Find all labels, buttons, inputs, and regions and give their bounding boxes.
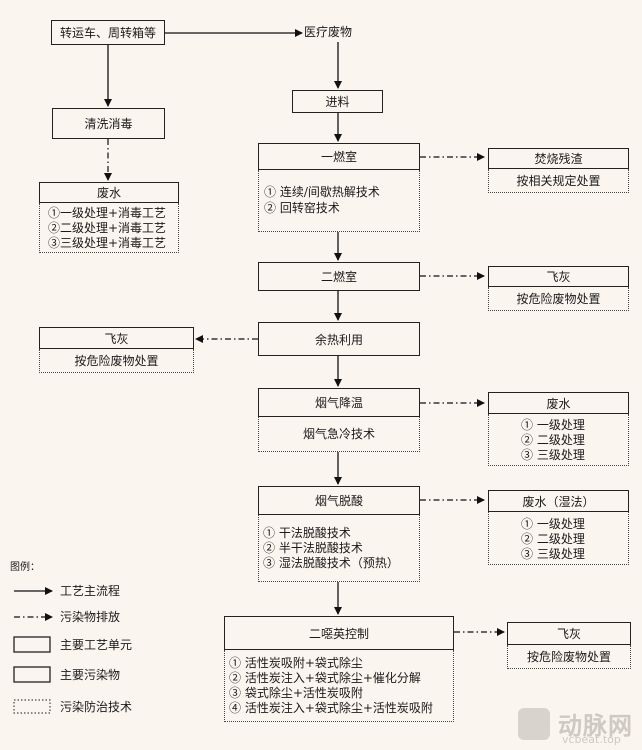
wastewater-2-tech-3: ③ 三级处理 <box>521 547 585 561</box>
cleaning-label: 清洗消毒 <box>84 117 133 131</box>
wastewater-1-label: 废水 <box>546 397 571 411</box>
wastewater-2-box: 废水（湿法） <box>488 490 629 512</box>
heat-recovery-label: 余热利用 <box>314 333 363 347</box>
wastewater-1-tech-2: ② 二级处理 <box>521 433 585 447</box>
primary-tech-box: ① 连续/间歇热解技术 ② 回转窑技术 <box>258 170 420 232</box>
legend-unit-symbol <box>13 636 51 653</box>
flyash-2-tech-box: 按危险废物处置 <box>39 349 194 373</box>
flyash-3-tech-box: 按危险废物处置 <box>507 645 631 669</box>
dioxin-box: 二噁英控制 <box>224 616 454 650</box>
flyash-2-box: 飞灰 <box>39 327 194 349</box>
wastewater-2-label: 废水（湿法） <box>522 495 595 509</box>
wastewater-1-tech-1: ① 一级处理 <box>521 418 585 432</box>
legend-item-unit: 主要工艺单元 <box>60 638 133 652</box>
watermark-main: 动脉网 <box>558 712 633 740</box>
deacid-label: 烟气脱酸 <box>314 494 363 508</box>
flyash-1-tech: 按危险废物处置 <box>516 292 601 306</box>
flyash-1-box: 飞灰 <box>488 266 629 287</box>
deacid-tech-box: ① 干法脱酸技术 ② 半干法脱酸技术 ③ 湿法脱酸技术（预热） <box>258 515 420 582</box>
legend-item-main-flow: 工艺主流程 <box>60 584 121 598</box>
wastewater-left-box: 废水 <box>39 182 179 203</box>
transport-box: 转运车、周转箱等 <box>51 20 165 45</box>
flyash-1-label: 飞灰 <box>546 270 571 284</box>
flyash-3-box: 飞灰 <box>507 622 631 645</box>
cooling-label: 烟气降温 <box>314 396 363 410</box>
primary-chamber-box: 一燃室 <box>258 143 420 170</box>
flyash-2-label: 飞灰 <box>104 332 129 346</box>
wastewater-1-tech-box: ① 一级处理 ② 二级处理 ③ 三级处理 <box>488 414 629 466</box>
legend-item-emission: 污染物排放 <box>60 610 121 624</box>
flyash-3-label: 飞灰 <box>556 627 581 641</box>
deacid-box: 烟气脱酸 <box>258 486 420 515</box>
watermark: 动脉网 vcbeat.top <box>516 704 636 746</box>
transport-label: 转运车、周转箱等 <box>59 26 156 40</box>
slag-tech-box: 按相关规定处置 <box>488 169 629 193</box>
slag-tech: 按相关规定处置 <box>516 174 601 188</box>
flyash-1-tech-box: 按危险废物处置 <box>488 287 629 311</box>
legend-title: 图例： <box>10 562 40 573</box>
wastewater-left-label: 废水 <box>96 186 121 200</box>
legend-item-tech: 污染防治技术 <box>60 700 133 714</box>
primary-tech-2: ② 回转窑技术 <box>264 201 340 215</box>
wastewater-2-tech-box: ① 一级处理 ② 二级处理 ③ 三级处理 <box>488 512 629 565</box>
cleaning-box: 清洗消毒 <box>52 108 165 139</box>
primary-tech-1: ① 连续/间歇热解技术 <box>264 185 380 199</box>
wastewater-left-tech-1: ①一级处理+消毒工艺 <box>48 206 167 220</box>
secondary-chamber-label: 二燃室 <box>320 270 357 284</box>
medical-waste-label: 医疗废物 <box>304 25 353 39</box>
watermark-sub: vcbeat.top <box>562 733 621 746</box>
primary-chamber-label: 一燃室 <box>320 150 357 164</box>
deacid-tech-3: ③ 湿法脱酸技术（预热） <box>263 556 399 570</box>
legend-tech-symbol <box>13 699 51 714</box>
wastewater-2-tech-1: ① 一级处理 <box>521 517 585 531</box>
wastewater-1-tech-3: ③ 三级处理 <box>521 448 585 462</box>
dioxin-label: 二噁英控制 <box>308 627 369 641</box>
wastewater-left-tech-3: ③三级处理+消毒工艺 <box>48 236 167 250</box>
dioxin-tech-3: ③ 袋式除尘+活性炭吸附 <box>229 686 363 700</box>
wastewater-left-tech-2: ②二级处理+消毒工艺 <box>48 221 167 235</box>
slag-box: 焚烧残渣 <box>488 148 629 169</box>
feeding-box: 进料 <box>292 90 383 113</box>
deacid-tech-1: ① 干法脱酸技术 <box>263 526 351 540</box>
wastewater-2-tech-2: ② 二级处理 <box>521 532 585 546</box>
dioxin-tech-1: ① 活性炭吸附+袋式除尘 <box>229 656 363 670</box>
legend-pollutant-symbol <box>13 666 51 683</box>
flyash-3-tech: 按危险废物处置 <box>526 650 611 664</box>
wastewater-1-box: 废水 <box>488 392 629 414</box>
cooling-tech-box: 烟气急冷技术 <box>258 417 420 452</box>
cooling-box: 烟气降温 <box>258 388 420 417</box>
cooling-tech: 烟气急冷技术 <box>302 427 375 441</box>
dioxin-tech-4: ④ 活性炭注入+袋式除尘+活性炭吸附 <box>229 701 433 715</box>
wastewater-left-tech-box: ①一级处理+消毒工艺 ②二级处理+消毒工艺 ③三级处理+消毒工艺 <box>39 203 179 253</box>
watermark-logo-icon <box>518 708 550 740</box>
legend-item-pollutant: 主要污染物 <box>60 668 121 682</box>
slag-label: 焚烧残渣 <box>534 152 583 166</box>
heat-recovery-box: 余热利用 <box>258 322 420 356</box>
flyash-2-tech: 按危险废物处置 <box>74 354 159 368</box>
secondary-chamber-box: 二燃室 <box>258 262 420 291</box>
dioxin-tech-2: ② 活性炭注入+袋式除尘+催化分解 <box>229 671 421 685</box>
deacid-tech-2: ② 半干法脱酸技术 <box>263 541 363 555</box>
dioxin-tech-box: ① 活性炭吸附+袋式除尘 ② 活性炭注入+袋式除尘+催化分解 ③ 袋式除尘+活性… <box>224 650 454 722</box>
feeding-label: 进料 <box>325 95 350 109</box>
